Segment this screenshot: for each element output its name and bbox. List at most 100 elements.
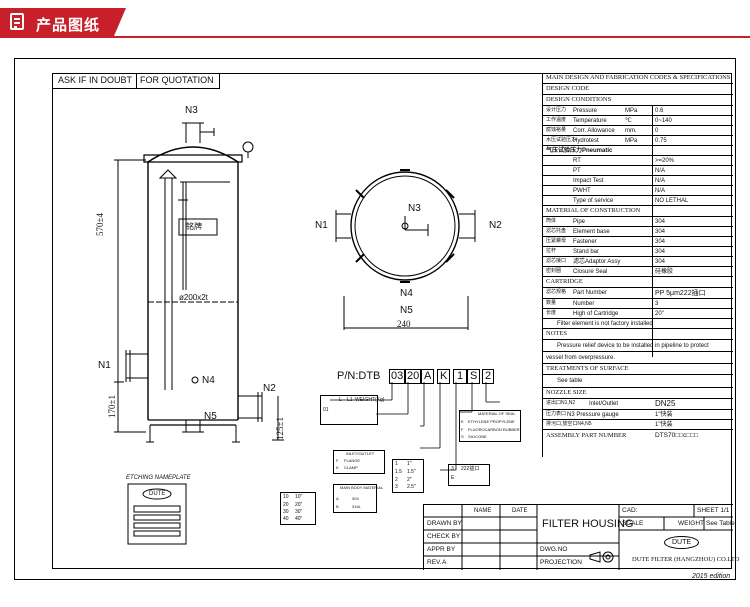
cartridge-note: Filter element is not factory installed [557,321,653,327]
spec-label: Temperature [573,118,607,124]
vessel-top-head [147,146,239,163]
test-value: N/A [655,188,666,194]
material-section-row: MATERIAL OF CONSTRUCTION [543,206,733,217]
nameplate-box [178,218,218,236]
internal-bar [180,181,230,290]
label-n5: N5 [204,411,217,422]
tb-appr: APPR BY [427,546,456,553]
material-value: 304 [655,239,666,245]
dim-height-label: 570±4 [95,213,105,236]
cartridge-value: 3 [655,301,659,307]
cart-size: 20" [295,502,303,508]
seal-code-e: E [461,419,464,424]
spec-unit: mm. [625,128,637,134]
tb-rev-value: A [442,559,447,566]
design-code-label: DESIGN CODE [546,85,590,92]
tb-check: CHECK BY [427,533,461,540]
pn-leaders [330,382,500,471]
n1-nozzle [125,350,148,382]
spec-cn: 设计压力 [546,107,567,113]
tb-projection: PROJECTION [540,559,582,566]
opt-code: 3 [451,466,454,472]
cartridge-note-row: Filter element is not factory installed [543,319,733,329]
cartridge-top [158,169,178,179]
material-title: MAIN BODY MATERIAL [340,485,384,490]
material-value: 304 [655,219,666,225]
material-row: 筒体 Pipe 304 [543,217,733,227]
cart-code: 30 [283,509,289,515]
pn-code-3: K [437,369,451,384]
material-cn: 滤芯接口 [546,258,567,264]
etching-nameplate [127,483,187,545]
nozzle-value: 1"快装 [655,412,673,418]
topview-n2: N2 [489,220,502,231]
n3-nozzle [182,122,204,143]
length-table: L L1 WEIGHT(Kg) 01 [320,395,384,425]
nozzle-section-label: NOZZLE SIZE [546,389,587,396]
test-label: Type of service [573,198,614,204]
label-n4: N4 [202,375,215,386]
internal-rod [164,178,173,390]
pipe-code: 1 [395,461,398,467]
note-text: Pressure relief device to be installed i… [557,343,709,349]
length-col-weight: WEIGHT(Kg) [355,397,385,403]
pn-code-1: 20 [405,369,422,384]
cartridge-label: Number [573,301,595,307]
spec-row: 设计压力 Pressure MPa 0.6 [543,106,733,116]
inlet-k: CLAMP [344,465,358,470]
cartridge-label: High of Cartridge [573,311,619,317]
spec-unit: MPa [625,108,638,114]
note-row: Pressure relief device to be installed i… [543,340,733,352]
material-cn: 密封圈 [546,268,562,274]
length-col-l1: L1 [347,397,353,403]
pn-code-2: A [421,369,435,384]
dim-bottom-label: 170±1 [107,395,117,418]
drawing-frame [52,73,732,569]
assembly-label: ASSEMBLY PART NUMBER [546,432,627,439]
nozzle-label: Inlet/Outlet [589,401,619,407]
topview-n1: N1 [315,220,328,231]
tb-scale: SCALE [622,520,644,527]
seal-table: MATERIAL OF SEAL E ETHYLENE PROPYLENE F … [459,410,521,442]
top-view-n2 [459,210,476,242]
document-icon [10,13,24,30]
tb-date: DATE [512,508,528,514]
treatment-value: See table [557,378,583,384]
seal-code-f: F [461,427,464,432]
pn-code-0: 03 [389,369,406,384]
inlet-table: INLET/OUTLET F FLANGE K CLAMP [333,450,385,474]
pipe-code: 3 [395,484,398,490]
tb-weight: WEIGHT [678,520,704,527]
test-value: N/A [655,168,666,174]
cartridge-section-label: CARTRIDGE [546,278,583,285]
material-table: MAIN BODY MATERIAL A 304 B 316L [333,484,383,513]
pressure-gauge [242,141,254,153]
pipe-size: 2.5" [407,484,416,490]
inlet-code-k: K [336,465,339,470]
top-view-n1 [335,210,351,242]
tb-rev: REV. [427,559,442,566]
cartridge-label: Part Number [573,290,608,296]
ask-divider [136,73,137,89]
material-label: Element base [573,229,610,235]
material-value: 304 [352,496,359,501]
treatments-section-row: TREATMENTS OF SURFACE [543,364,733,375]
quote-label: FOR QUOTATION [140,75,214,85]
material-label: Pipe [573,219,586,225]
cart-code: 40 [283,516,289,522]
material-label: Stand bar [573,249,600,255]
n2-nozzle [238,392,263,422]
tb-logo: DUTE [664,536,700,549]
material-cn: 拉杆 [546,248,557,254]
page-title: 产品图纸 [36,17,101,34]
material-cn: 筒体 [546,218,557,224]
material-label: 滤芯Adaptor Assy [573,259,621,265]
